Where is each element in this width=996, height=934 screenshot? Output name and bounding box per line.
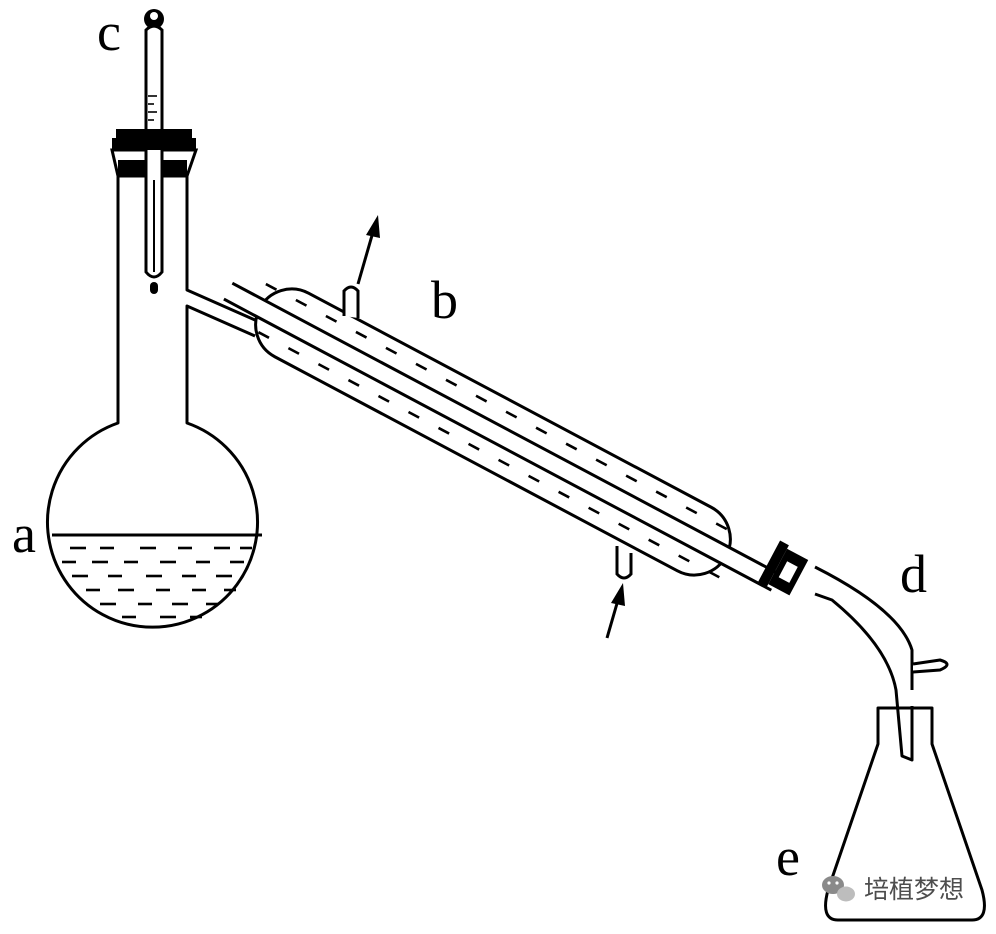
- water-outlet-arrow: [356, 215, 380, 285]
- liquid-dash: [708, 570, 720, 579]
- liquid-dash: [497, 458, 510, 467]
- liquid-dash: [265, 282, 278, 291]
- liquid-dash: [347, 378, 360, 387]
- liquid-dash: [595, 458, 608, 467]
- liquid-dash: [295, 298, 308, 307]
- liquid-dash: [407, 410, 420, 419]
- liquid-dash: [415, 362, 428, 371]
- label-e: e: [776, 827, 800, 887]
- liquid-dash: [588, 506, 600, 515]
- adapter: [814, 565, 949, 762]
- liquid-dash: [625, 474, 638, 483]
- flask-liquid: [52, 533, 262, 619]
- liquid-dash: [685, 506, 698, 515]
- liquid-dash: [317, 362, 330, 371]
- liquid-dash: [505, 410, 518, 419]
- liquid-dash: [355, 330, 368, 339]
- liquid-dash: [618, 522, 630, 531]
- liquid-dash: [715, 522, 728, 531]
- label-a: a: [12, 504, 36, 564]
- label-b: b: [431, 270, 458, 330]
- liquid-dash: [565, 442, 578, 451]
- water-inlet-arrow: [605, 583, 625, 639]
- wechat-icon: [822, 876, 855, 902]
- liquid-dash: [445, 378, 458, 387]
- liquid-dash: [287, 346, 300, 355]
- liquid-dash: [325, 314, 338, 323]
- condenser: [223, 281, 781, 592]
- liquid-dash: [535, 426, 548, 435]
- liquid-dash: [648, 538, 660, 547]
- adapter-stopper: [757, 540, 809, 596]
- erlenmeyer-flask: [824, 706, 986, 922]
- liquid-dash: [377, 394, 390, 403]
- watermark: 培植梦想: [822, 875, 964, 904]
- liquid-dash: [385, 346, 398, 355]
- rubber-stopper: [110, 129, 199, 182]
- liquid-dash: [557, 490, 570, 499]
- round-bottom-flask: [46, 176, 259, 629]
- label-d: d: [900, 544, 927, 604]
- liquid-dash: [655, 490, 668, 499]
- liquid-dash: [678, 554, 690, 563]
- liquid-dash: [527, 474, 540, 483]
- liquid-dash: [257, 331, 270, 339]
- watermark-text: 培植梦想: [864, 875, 964, 904]
- label-c: c: [97, 2, 121, 62]
- liquid-dash: [475, 394, 488, 403]
- liquid-dash: [437, 426, 450, 435]
- liquid-dash: [467, 442, 480, 451]
